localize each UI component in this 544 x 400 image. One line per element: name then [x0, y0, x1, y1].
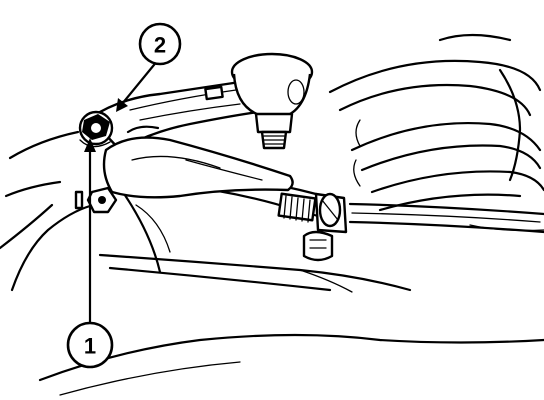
- tie-rod-sleeve: [277, 192, 348, 262]
- upper-control-arm: [88, 80, 264, 152]
- callout-2-label: 2: [154, 33, 166, 58]
- leader-line-1: [84, 138, 96, 324]
- pivot-nut: [78, 110, 114, 148]
- ball-joint: [230, 52, 314, 150]
- leader-line-2: [116, 58, 160, 112]
- callout-1-label: 1: [84, 334, 96, 359]
- callout-2: 2: [138, 22, 182, 66]
- coil-spring: [328, 33, 544, 232]
- callout-1: 1: [66, 321, 114, 369]
- lower-control-arm: [102, 125, 294, 199]
- body-frame-lines: [0, 130, 544, 396]
- mounting-bolt: [74, 186, 118, 214]
